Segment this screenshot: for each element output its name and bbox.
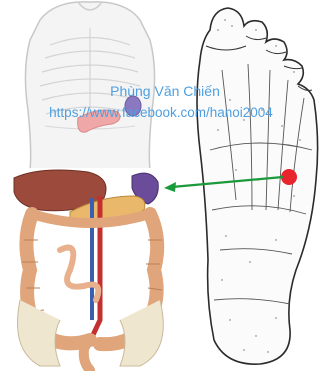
reflex-point-marker [281, 169, 297, 185]
watermark-url: https://www.facebook.com/hanoi2004 [0, 106, 326, 120]
digestive-organs-diagram [8, 168, 173, 370]
watermark-name: Phùng Văn Chiến [0, 84, 330, 98]
foot-outline [197, 8, 318, 364]
foot-sole-diagram [197, 8, 318, 364]
